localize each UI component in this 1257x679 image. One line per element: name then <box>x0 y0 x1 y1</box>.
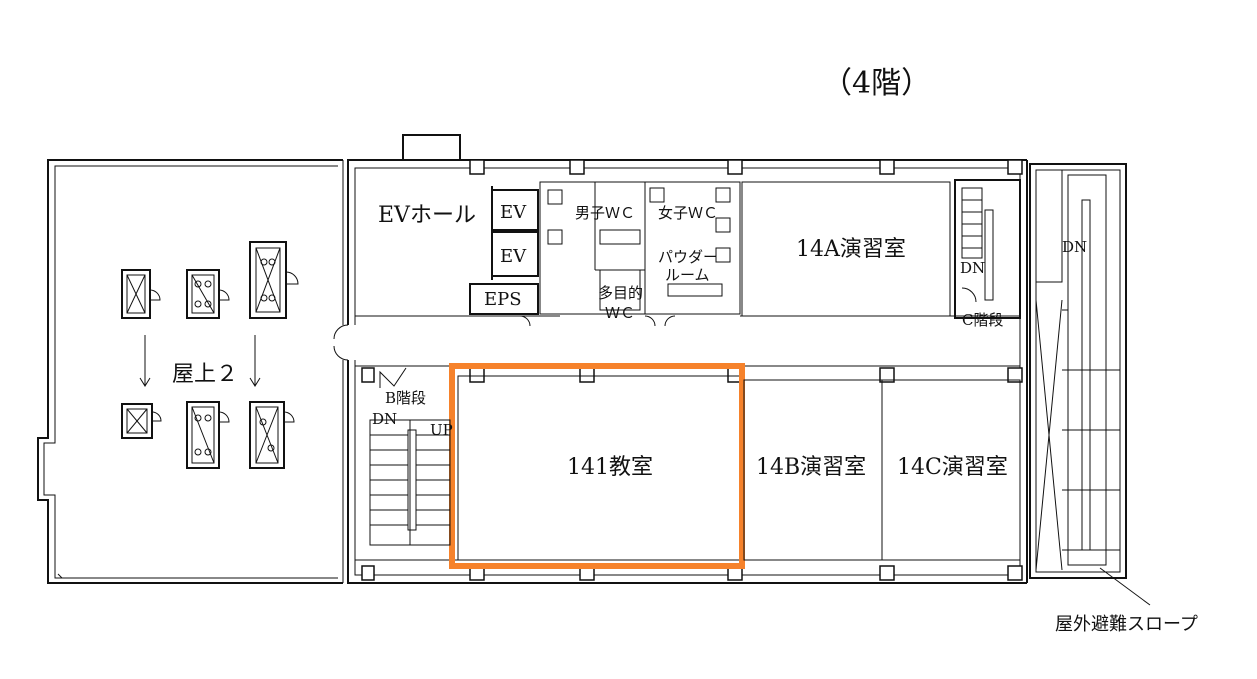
svg-text:EV: EV <box>500 202 527 223</box>
room-14c: 14C演習室 <box>881 379 1021 561</box>
outdoor-ramp-label: 屋外避難スロープ <box>1055 614 1198 635</box>
rooftop-unit-2 <box>186 269 230 319</box>
svg-text:14A演習室: 14A演習室 <box>796 237 906 262</box>
multipurpose-wc-label-2: ＷＣ <box>605 304 635 322</box>
rooftop-unit-6 <box>249 401 295 469</box>
stair-b-dn: DN <box>372 410 397 428</box>
elevator-2: EV <box>491 231 539 277</box>
stair-b-up: UP <box>430 421 453 439</box>
svg-text:141教室: 141教室 <box>567 455 653 480</box>
down-arrow-icon <box>249 335 261 387</box>
eps-room: EPS <box>469 283 539 315</box>
restroom-block <box>519 181 741 327</box>
powder-room-label-1: パウダー <box>658 248 718 266</box>
stair-b-label: B階段 <box>385 389 426 407</box>
multipurpose-wc-label-1: 多目的 <box>598 284 643 302</box>
svg-text:14C演習室: 14C演習室 <box>897 455 1008 480</box>
rooftop-unit-1 <box>121 269 161 319</box>
stair-b: B階段 DN UP <box>369 367 453 546</box>
columns <box>361 159 1023 581</box>
svg-text:EV: EV <box>500 246 527 267</box>
room-141: 141教室 <box>457 375 741 561</box>
powder-room-label-2: ルーム <box>665 266 710 284</box>
room-14b: 14B演習室 <box>743 379 883 561</box>
stair-c-label: C階段 <box>962 311 1003 329</box>
mens-wc-label: 男子ＷＣ <box>575 204 635 222</box>
rooftop-unit-4 <box>121 403 162 439</box>
svg-text:EPS: EPS <box>484 289 522 310</box>
rooftop-unit-5 <box>186 401 230 469</box>
outdoor-evacuation-ramp: DN <box>1029 163 1127 579</box>
ramp-callout-line <box>1099 567 1151 606</box>
rooftop-unit-3 <box>249 241 299 319</box>
rooftop-area <box>37 159 344 584</box>
rooftop-label: 屋上２ <box>172 362 238 387</box>
elevator-1: EV <box>491 189 539 231</box>
floor-title: （4階） <box>822 66 931 101</box>
womens-wc-label: 女子ＷＣ <box>658 204 718 222</box>
svg-text:14B演習室: 14B演習室 <box>756 455 866 480</box>
ev-hall-label: EVホール <box>378 203 476 228</box>
ramp-dn: DN <box>1062 238 1087 256</box>
room-141-highlight <box>449 363 745 569</box>
down-arrow-icon <box>139 335 151 387</box>
stair-c-dn: DN <box>960 259 985 277</box>
stair-c: DN C階段 <box>954 179 1021 329</box>
room-14a: 14A演習室 <box>741 181 951 317</box>
